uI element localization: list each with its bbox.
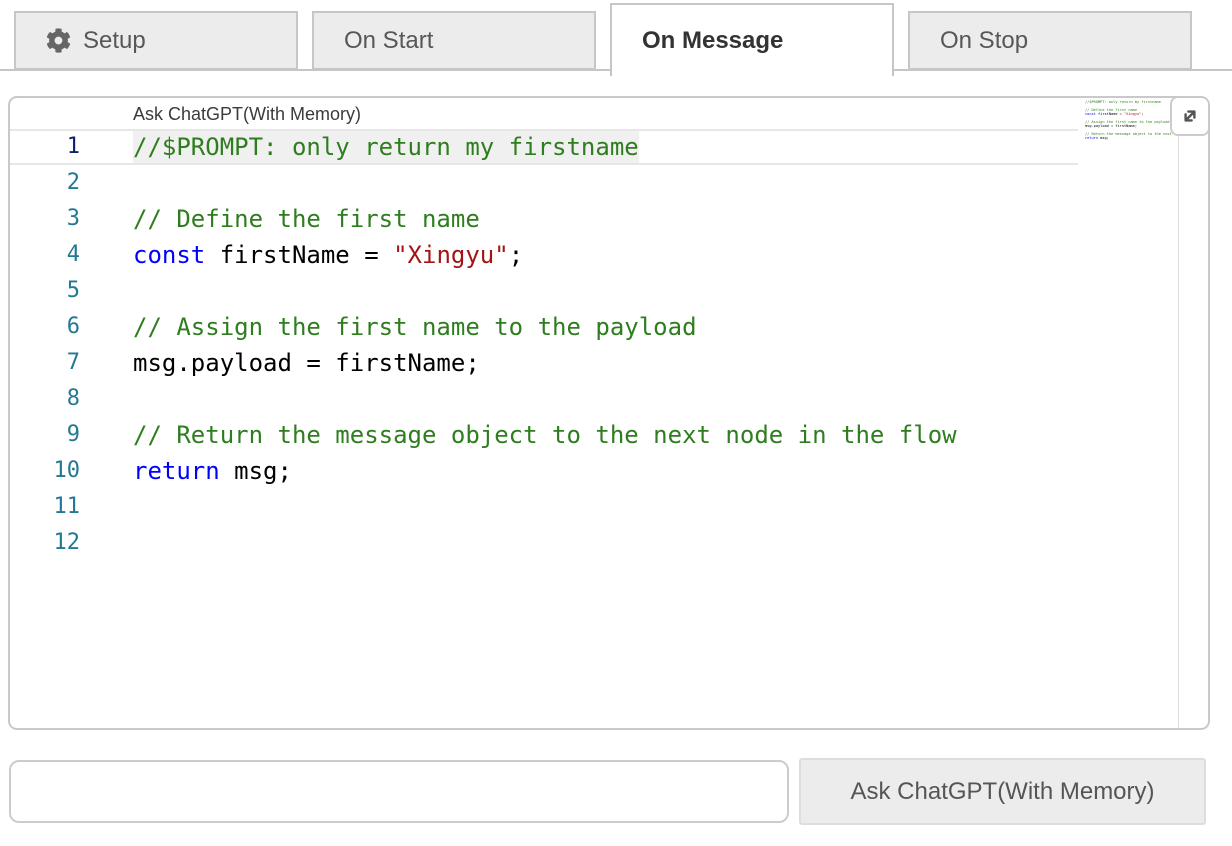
code-line[interactable]: 10 return msg; bbox=[10, 453, 1078, 489]
line-number: 10 bbox=[53, 458, 81, 483]
tab-on-stop[interactable]: On Stop bbox=[908, 11, 1192, 70]
tab-bar: Setup On Start On Message On Stop bbox=[0, 0, 1232, 76]
code-text: // Assign the first name to the payload bbox=[133, 313, 697, 341]
code-line[interactable]: 2 bbox=[10, 165, 1078, 201]
tab-setup[interactable]: Setup bbox=[14, 11, 298, 70]
minimap-line: // Assign the first name to the payload bbox=[1085, 119, 1170, 124]
minimap[interactable]: //$PROMPT: only return my firstname // D… bbox=[1085, 100, 1178, 300]
line-number: 4 bbox=[66, 242, 80, 267]
overview-ruler-divider bbox=[1178, 98, 1179, 728]
line-number: 12 bbox=[53, 530, 81, 555]
expand-diagonal-arrows-icon bbox=[1184, 110, 1196, 122]
code-text: //$PROMPT: only return my firstname bbox=[133, 131, 639, 163]
tab-label: On Start bbox=[344, 26, 434, 54]
gear-icon bbox=[46, 28, 71, 53]
code-text: // Define the first name bbox=[133, 205, 480, 233]
code-line[interactable]: 3 // Define the first name bbox=[10, 201, 1078, 237]
minimap-line: //$PROMPT: only return my firstname bbox=[1085, 100, 1161, 104]
editor-title: Ask ChatGPT(With Memory) bbox=[133, 104, 362, 124]
code-area[interactable]: 1 //$PROMPT: only return my firstname 2 3 /… bbox=[10, 129, 1078, 561]
minimap-line: const firstName = "Xingyu"; bbox=[1085, 111, 1144, 116]
code-line[interactable]: 4 const firstName = "Xingyu"; bbox=[10, 237, 1078, 273]
tab-on-start[interactable]: On Start bbox=[312, 11, 596, 70]
code-text bbox=[133, 381, 147, 417]
code-text: return msg; bbox=[133, 457, 292, 485]
code-line[interactable]: 9 // Return the message object to the nex… bbox=[10, 417, 1078, 453]
code-text bbox=[133, 165, 147, 201]
line-number: 2 bbox=[66, 170, 80, 195]
code-line[interactable]: 12 bbox=[10, 525, 1078, 561]
line-number: 11 bbox=[53, 494, 81, 519]
code-line[interactable]: 5 bbox=[10, 273, 1078, 309]
prompt-input[interactable] bbox=[9, 760, 789, 823]
ask-chatgpt-button[interactable]: Ask ChatGPT(With Memory) bbox=[799, 758, 1206, 825]
tab-on-message[interactable]: On Message bbox=[610, 3, 894, 76]
code-line[interactable]: 8 bbox=[10, 381, 1078, 417]
code-text bbox=[133, 273, 147, 309]
expand-editor-button[interactable] bbox=[1170, 98, 1208, 136]
tab-label: On Stop bbox=[940, 26, 1029, 54]
tab-label: Setup bbox=[83, 26, 146, 54]
code-line[interactable]: 1 //$PROMPT: only return my firstname bbox=[10, 129, 1078, 165]
code-line[interactable]: 11 bbox=[10, 489, 1078, 525]
minimap-content: //$PROMPT: only return my firstname // D… bbox=[1085, 100, 1178, 148]
code-text: // Return the message object to the next… bbox=[133, 421, 957, 449]
line-number: 5 bbox=[66, 278, 80, 303]
minimap-line: // Define the first name bbox=[1085, 107, 1138, 112]
line-number: 8 bbox=[66, 386, 80, 411]
line-number: 6 bbox=[66, 314, 80, 339]
code-editor: Ask ChatGPT(With Memory) 1 //$PROMPT: onl… bbox=[8, 96, 1210, 730]
line-number: 3 bbox=[66, 206, 80, 231]
tab-label: On Message bbox=[642, 26, 784, 54]
code-text bbox=[133, 525, 147, 561]
code-line[interactable]: 6 // Assign the first name to the payload bbox=[10, 309, 1078, 345]
minimap-line: return msg; bbox=[1085, 135, 1109, 140]
code-text: msg.payload = firstName; bbox=[133, 349, 480, 377]
line-number: 7 bbox=[66, 350, 80, 375]
line-number: 9 bbox=[66, 422, 80, 447]
minimap-line: msg.payload = firstName; bbox=[1085, 123, 1138, 128]
line-number: 1 bbox=[66, 134, 80, 159]
minimap-line bbox=[1085, 144, 1178, 148]
code-line[interactable]: 7 msg.payload = firstName; bbox=[10, 345, 1078, 381]
code-text: const firstName = "Xingyu"; bbox=[133, 241, 524, 269]
code-text bbox=[133, 489, 147, 525]
